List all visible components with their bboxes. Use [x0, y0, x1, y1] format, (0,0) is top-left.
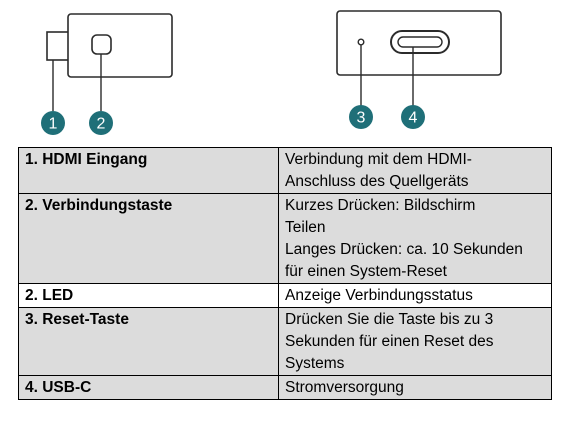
feature-cell: 2. LED: [18, 283, 279, 308]
feature-cell: 3. Reset-Taste: [18, 307, 279, 376]
callout-3: 3: [349, 105, 373, 129]
feature-cell: 2. Verbindungstaste: [18, 193, 279, 284]
table-row: 2. Verbindungstaste Kurzes Drücken: Bild…: [18, 193, 552, 284]
table-row: 1. HDMI Eingang Verbindung mit dem HDMI-…: [18, 147, 552, 194]
description-cell: Anzeige Verbindungsstatus: [278, 283, 552, 308]
device-diagram: 1 2 3 4: [41, 10, 502, 135]
description-line: Anschluss des Quellgeräts: [285, 173, 469, 190]
button-icon: [91, 34, 112, 55]
table-row: 3. Reset-Taste Drücken Sie die Taste bis…: [18, 307, 552, 376]
feature-cell: 4. USB-C: [18, 375, 279, 400]
callout-4: 4: [401, 105, 425, 129]
callout-1-label: 1: [49, 116, 58, 133]
feature-cell: 1. HDMI Eingang: [18, 147, 279, 194]
led-icon: [357, 38, 365, 46]
description-line: Stromversorgung: [285, 379, 404, 396]
description-cell: Verbindung mit dem HDMI- Anschluss des Q…: [278, 147, 552, 194]
callout-2-label: 2: [97, 116, 106, 133]
description-line: Anzeige Verbindungsstatus: [285, 287, 473, 304]
description-line: Kurzes Drücken: Bildschirm: [285, 197, 476, 214]
description-line: Langes Drücken: ca. 10 Sekunden: [285, 241, 523, 258]
description-line: Systems: [285, 355, 345, 372]
description-line: Sekunden für einen Reset des: [285, 333, 494, 350]
callout-4-label: 4: [409, 110, 418, 127]
description-line: Drücken Sie die Taste bis zu 3: [285, 311, 494, 328]
usb-c-port-icon: [390, 30, 450, 54]
table-row: 4. USB-C Stromversorgung: [18, 375, 552, 400]
spec-table: 1. HDMI Eingang Verbindung mit dem HDMI-…: [18, 147, 552, 400]
callout-3-label: 3: [357, 110, 366, 127]
hdmi-dongle-icon: [46, 13, 173, 78]
callout-1: 1: [41, 111, 65, 135]
description-line: Verbindung mit dem HDMI-: [285, 151, 472, 168]
description-cell: Drücken Sie die Taste bis zu 3 Sekunden …: [278, 307, 552, 376]
description-cell: Kurzes Drücken: Bildschirm Teilen Langes…: [278, 193, 552, 284]
description-cell: Stromversorgung: [278, 375, 552, 400]
table-row: 2. LED Anzeige Verbindungsstatus: [18, 283, 552, 308]
description-line: für einen System-Reset: [285, 263, 447, 280]
callout-2: 2: [89, 111, 113, 135]
description-line: Teilen: [285, 219, 326, 236]
